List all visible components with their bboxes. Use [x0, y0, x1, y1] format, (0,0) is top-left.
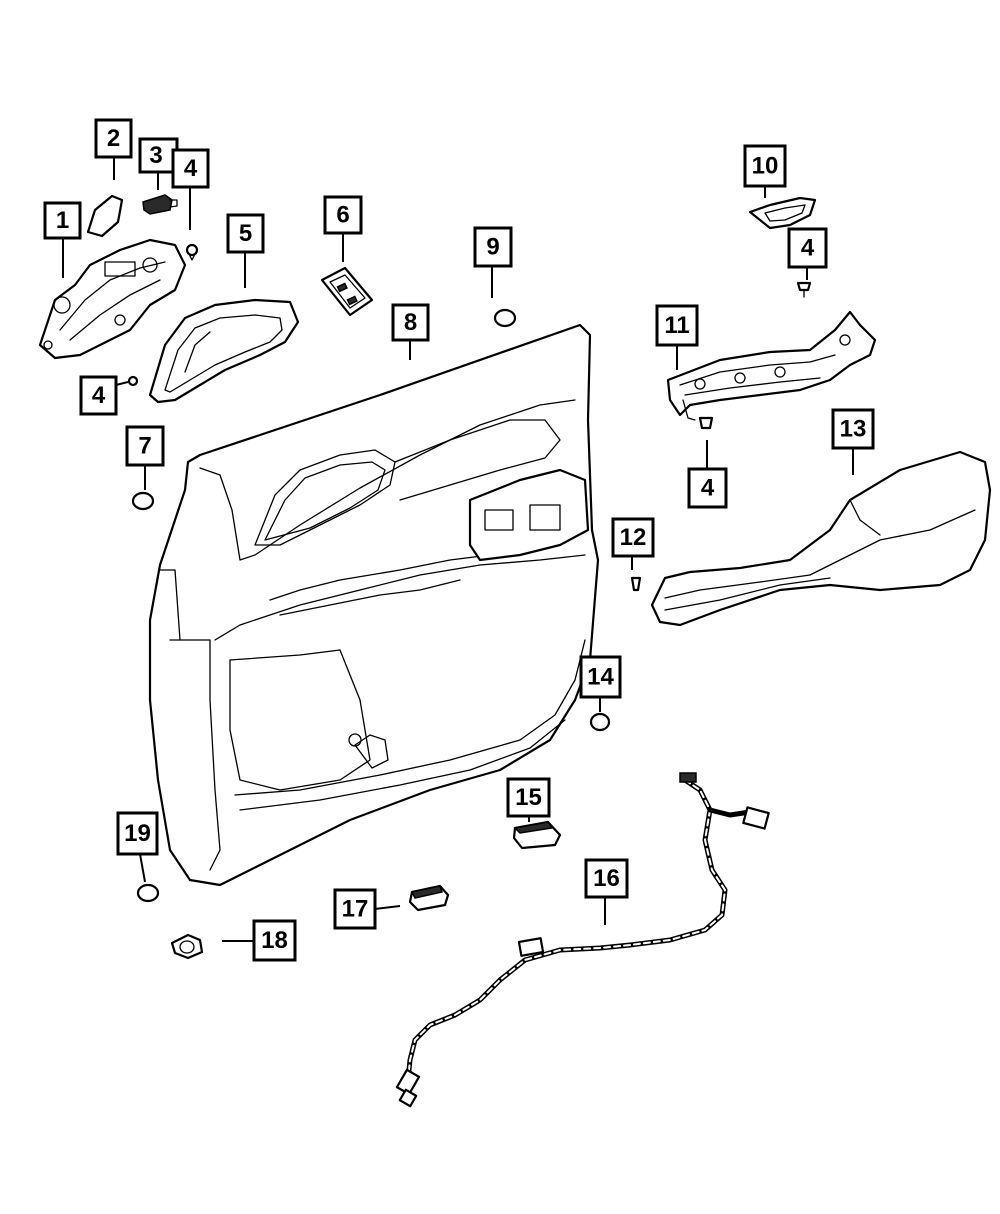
screw: [796, 281, 812, 298]
svg-text:6: 6: [336, 202, 349, 229]
fastener-clip: [185, 243, 199, 261]
plug-9: [493, 308, 517, 328]
callout-15: 15: [506, 777, 551, 818]
part-3-switch: [142, 194, 178, 215]
svg-text:17: 17: [342, 896, 369, 923]
svg-text:16: 16: [593, 865, 620, 892]
svg-text:11: 11: [664, 312, 689, 339]
svg-text:12: 12: [620, 524, 647, 551]
svg-text:4: 4: [184, 155, 198, 182]
part-13-armrest-pad: [650, 450, 992, 627]
callout-1: 1: [43, 201, 82, 240]
svg-text:4: 4: [701, 475, 715, 502]
svg-text:15: 15: [515, 784, 542, 811]
part-5-handle-bezel: [148, 298, 300, 404]
part-18-connector: [170, 933, 204, 960]
callout-16: 16: [584, 858, 629, 899]
svg-text:9: 9: [486, 234, 499, 261]
svg-text:4: 4: [801, 235, 815, 262]
callout-18: 18: [252, 919, 297, 962]
callout-10: 10: [743, 144, 787, 188]
callout-4-right-top: 4: [787, 227, 828, 269]
part-15-module: [512, 820, 562, 850]
callout-2: 2: [94, 118, 133, 159]
callout-4-right-bottom: 4: [687, 467, 728, 509]
part-16-wiring-harness: [395, 772, 770, 1108]
part-1-handle-bracket: [38, 238, 187, 360]
callout-7: 7: [125, 425, 165, 467]
callout-3: 3: [138, 137, 179, 174]
svg-text:3: 3: [149, 142, 162, 169]
part-11-armrest-bracket: [666, 310, 877, 421]
callout-4-top: 4: [171, 148, 210, 189]
callout-17: 17: [333, 888, 377, 930]
callout-6: 6: [323, 195, 363, 235]
callout-9: 9: [473, 226, 513, 268]
callout-4-left: 4: [79, 375, 118, 416]
callout-13: 13: [831, 408, 875, 450]
callout-5: 5: [226, 213, 265, 254]
svg-text:4: 4: [92, 382, 106, 409]
clip-left: [127, 375, 139, 387]
part-2-bezel: [86, 194, 124, 238]
part-12-pin: [630, 576, 642, 592]
part-6-window-switch: [320, 266, 374, 317]
plug-14: [589, 712, 611, 732]
plug-19: [136, 883, 160, 903]
part-17-connector: [408, 884, 450, 912]
callout-19: 19: [116, 811, 159, 856]
svg-text:10: 10: [752, 153, 779, 180]
svg-text:7: 7: [138, 433, 151, 460]
callout-8: 8: [391, 303, 430, 342]
plug-7: [131, 491, 155, 511]
svg-text:1: 1: [56, 207, 69, 234]
svg-text:14: 14: [587, 664, 614, 691]
svg-text:13: 13: [840, 416, 867, 443]
svg-text:2: 2: [107, 125, 120, 152]
svg-text:5: 5: [239, 220, 252, 247]
leader-lines: [62, 158, 854, 942]
callout-14: 14: [579, 655, 622, 699]
callout-11: 11: [655, 304, 699, 347]
part-10-bezel: [748, 196, 817, 230]
callout-12: 12: [611, 517, 655, 558]
clip-under-bracket: [698, 416, 714, 430]
svg-text:19: 19: [124, 820, 151, 847]
svg-text:18: 18: [261, 927, 288, 954]
part-8-door-trim-panel: [148, 323, 600, 887]
svg-text:8: 8: [404, 309, 417, 336]
